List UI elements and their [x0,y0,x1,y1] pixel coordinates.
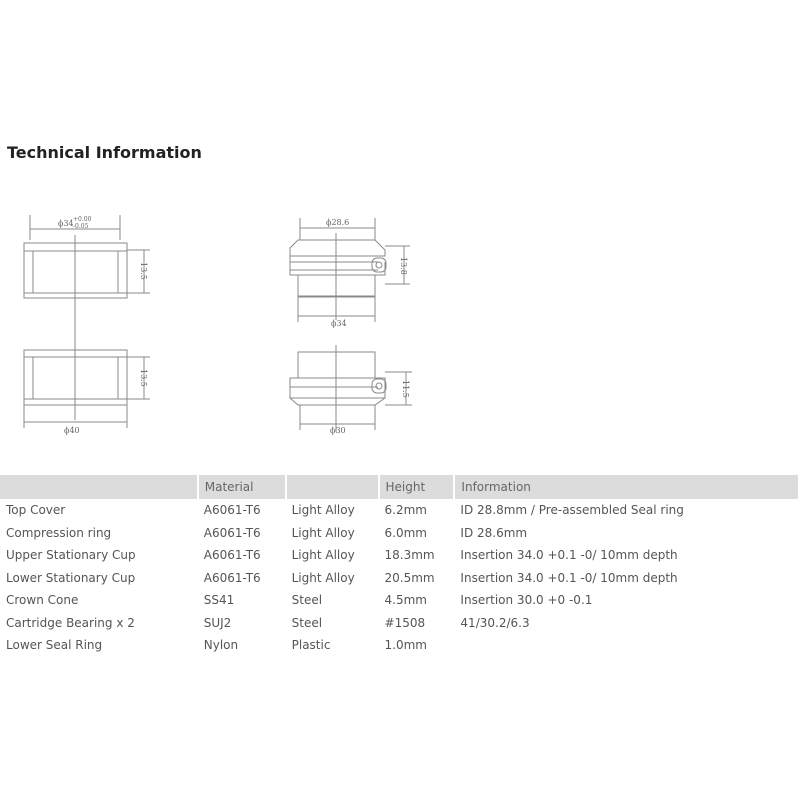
table-row: Lower Stationary Cup A6061-T6 Light Allo… [0,567,799,590]
cell-type: Plastic [291,638,331,653]
left-top-dim: ϕ34 [58,219,74,228]
cell-height: 6.2mm [384,503,427,518]
cell-information [454,634,799,657]
left-bottom-dim: ϕ40 [64,426,80,435]
cell-type: Light Alloy [291,503,355,518]
cell-material: A6061-T6 [203,503,261,518]
left-top-tol-lower: -0.05 [73,223,89,230]
table-row: Upper Stationary Cup A6061-T6 Light Allo… [0,544,799,567]
cell-part: Lower Stationary Cup [6,570,136,585]
cell-material: A6061-T6 [203,548,261,563]
cell-height: 4.5mm [384,593,427,608]
headset-technical-drawing: ϕ34 +0.00 -0.05 13.5 13.5 ϕ40 ϕ [23,215,412,435]
header-part [0,475,199,499]
cell-part: Lower Seal Ring [6,638,103,653]
cell-height: 6.0mm [384,525,427,540]
table-header-row: Material Height Information [0,475,800,499]
left-upper-height: 13.5 [139,262,148,280]
cell-type: Steel [291,615,323,630]
header-information: Information [454,475,800,499]
left-lower-height: 13.5 [139,369,148,387]
cell-information: ID 28.8mm / Pre-assembled Seal ring [460,503,684,518]
cell-type: Light Alloy [291,570,355,585]
cell-part: Crown Cone [6,593,79,608]
cell-material: A6061-T6 [203,525,261,540]
table-row: Lower Seal Ring Nylon Plastic 1.0mm [0,634,799,657]
cell-part: Cartridge Bearing x 2 [6,615,135,630]
table-row: Crown Cone SS41 Steel 4.5mm Insertion 30… [0,589,799,612]
right-mid-dim: ϕ34 [331,319,347,328]
cell-information: Insertion 34.0 +0.1 -0/ 10mm depth [460,570,678,585]
cell-type: Steel [291,593,323,608]
right-upper-height: 13.8 [399,257,408,275]
cell-material: Nylon [203,638,239,653]
cell-part: Top Cover [6,503,66,518]
cell-information: ID 28.6mm [460,525,528,540]
header-type [285,475,380,499]
cell-type: Light Alloy [291,548,355,563]
cell-material: SUJ2 [203,615,232,630]
right-bottom-dim: ϕ30 [330,426,346,435]
cell-material: A6061-T6 [203,570,261,585]
header-material: Material [197,475,287,499]
cell-height: 1.0mm [384,638,427,653]
right-top-dim: ϕ28.6 [326,218,349,227]
cell-information: Insertion 30.0 +0 -0.1 [460,593,593,608]
table-row: Compression ring A6061-T6 Light Alloy 6.… [0,522,799,545]
spec-table: Material Height Information Top Cover A6… [0,475,800,657]
table-row: Top Cover A6061-T6 Light Alloy 6.2mm ID … [0,499,799,522]
right-lower-height: 11.5 [401,380,410,398]
table-row: Cartridge Bearing x 2 SUJ2 Steel #1508 4… [0,612,799,635]
section-title: Technical Information [7,143,202,162]
header-height: Height [378,475,456,499]
cell-part: Compression ring [6,525,112,540]
left-top-tol-upper: +0.00 [73,216,92,223]
right-assembly-drawing: ϕ28.6 13.8 ϕ34 11.5 [289,218,412,435]
cell-information: 41/30.2/6.3 [460,615,530,630]
left-cup-drawing: ϕ34 +0.00 -0.05 13.5 13.5 ϕ40 [23,215,150,435]
cell-type: Light Alloy [291,525,355,540]
cell-height: 20.5mm [384,570,435,585]
cell-material: SS41 [203,593,235,608]
cell-height: 18.3mm [384,548,435,563]
cell-information: Insertion 34.0 +0.1 -0/ 10mm depth [460,548,678,563]
cell-part: Upper Stationary Cup [6,548,136,563]
cell-height: #1508 [384,615,426,630]
